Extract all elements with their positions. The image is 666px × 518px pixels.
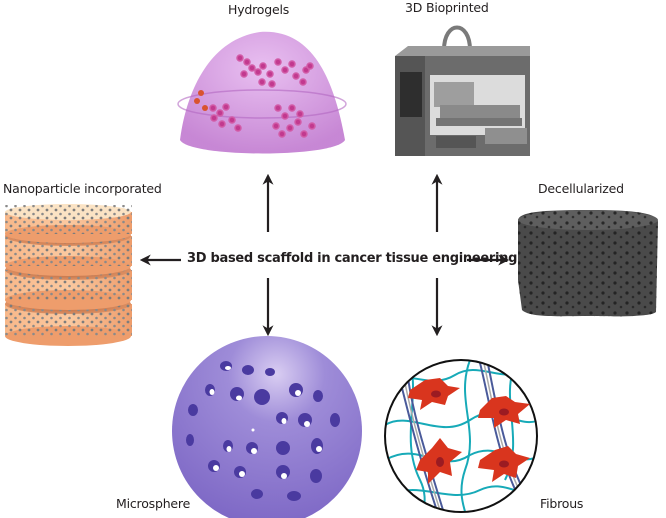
label-hydrogels: Hydrogels <box>228 2 290 17</box>
label-3d-bioprinted: 3D Bioprinted <box>405 0 489 15</box>
label-fibrous: Fibrous <box>540 496 584 511</box>
label-decellularized: Decellularized <box>538 181 624 196</box>
label-microsphere: Microsphere <box>116 496 191 511</box>
center-title: 3D based scaffold in cancer tissue engin… <box>187 251 518 266</box>
label-nanoparticle-incorporated: Nanoparticle incorporated <box>3 181 162 196</box>
